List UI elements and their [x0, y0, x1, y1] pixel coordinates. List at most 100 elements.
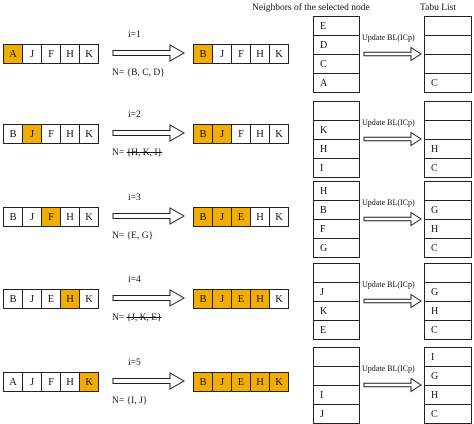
tabu-stack-cell — [425, 17, 471, 36]
sequence-cell: K — [270, 208, 289, 226]
sequence-cell: H — [61, 125, 80, 143]
sequence-cell: A — [4, 373, 23, 391]
sequence-cell: E — [232, 208, 251, 226]
neighbor-stack-cell: E — [314, 17, 359, 36]
neighbor-stack-cell: H — [314, 140, 359, 159]
neighbor-stack-cell: I — [314, 386, 359, 405]
sequence-cell: K — [80, 290, 99, 308]
neighbor-stack-cell: G — [314, 239, 359, 258]
sequence-cell: J — [23, 125, 42, 143]
update-arrow — [363, 293, 422, 309]
neighbor-set-prefix: N= — [112, 396, 127, 406]
sequence-cell: J — [213, 208, 232, 226]
sequence-cell: F — [42, 45, 61, 63]
neighbor-set-values: {I, J} — [126, 396, 148, 406]
sequence-cell: F — [42, 125, 61, 143]
neighbor-stack-cell: E — [314, 321, 359, 340]
update-label: Update BL(ICp) — [362, 280, 415, 289]
sequence-cell: H — [251, 45, 270, 63]
sequence-cell: J — [23, 290, 42, 308]
sequence-cell: H — [61, 208, 80, 226]
neighbor-stack-cell: K — [314, 121, 359, 140]
neighbor-stack-cell: C — [314, 55, 359, 74]
tabu-stack-cell — [425, 55, 471, 74]
sequence-cell: K — [270, 373, 289, 391]
tabu-stack-cell: C — [425, 321, 471, 340]
iteration-label: i=1 — [128, 30, 141, 40]
neighbor-set-values: {H, K, I} — [126, 148, 163, 158]
iteration-label: i=3 — [128, 193, 141, 203]
sequence-cell: J — [213, 45, 232, 63]
neighbor-stack-cell — [314, 264, 359, 283]
tabu-stack-cell — [425, 264, 471, 283]
sequence-cell: J — [23, 373, 42, 391]
sequence-cell: K — [80, 373, 99, 391]
neighbor-stack-cell: K — [314, 302, 359, 321]
update-label: Update BL(ICp) — [362, 198, 415, 207]
sequence-cell: B — [194, 373, 213, 391]
sequence-cell: J — [23, 208, 42, 226]
sequence-cell: A — [4, 45, 23, 63]
neighbor-set-values: {J, K, E} — [126, 313, 162, 323]
neighbor-set-values: {B, C, D} — [126, 68, 165, 78]
sequence-cell: F — [42, 373, 61, 391]
sequence-cell: E — [232, 373, 251, 391]
neighbor-stack-cell: I — [314, 159, 359, 178]
tabu-stack-cell: C — [425, 239, 471, 258]
sequence-cell: J — [213, 373, 232, 391]
tabu-stack-cell: G — [425, 283, 471, 302]
tabu-list-header: Tabu List — [420, 3, 457, 13]
tabu-stack-cell: G — [425, 367, 471, 386]
sequence-cell: F — [232, 45, 251, 63]
sequence-cell: K — [270, 125, 289, 143]
sequence-cell: H — [251, 208, 270, 226]
neighbor-set-prefix: N= — [112, 313, 127, 323]
tabu-stack-cell: I — [425, 348, 471, 367]
neighbor-stack-cell: H — [314, 182, 359, 201]
sequence-cell: H — [251, 290, 270, 308]
sequence-cell: K — [270, 290, 289, 308]
tabu-stack-cell — [425, 182, 471, 201]
update-label: Update BL(ICp) — [362, 118, 415, 127]
sequence-cell: H — [251, 125, 270, 143]
tabu-stack-cell — [425, 121, 471, 140]
tabu-stack-cell: C — [425, 74, 471, 93]
neighbor-set: N= {J, K, E} — [112, 313, 162, 323]
tabu-stack-cell: C — [425, 159, 471, 178]
tabu-stack: C — [424, 16, 472, 93]
neighbor-stack-cell — [314, 367, 359, 386]
sequence-cell: K — [80, 125, 99, 143]
transition-arrow — [112, 207, 186, 225]
sequence-cell: E — [232, 290, 251, 308]
neighbor-set-values: {E, G} — [126, 231, 154, 241]
sequence-cell: H — [61, 373, 80, 391]
iteration-label: i=5 — [128, 358, 141, 368]
sequence-cell: K — [80, 208, 99, 226]
sequence-cell: B — [194, 125, 213, 143]
neighbor-stack-cell: J — [314, 283, 359, 302]
tabu-stack-cell: H — [425, 386, 471, 405]
sequence-cell: H — [61, 290, 80, 308]
neighbor-set: N= {I, J} — [112, 396, 147, 406]
sequence-cell: H — [251, 373, 270, 391]
update-arrow — [363, 46, 422, 62]
sequence-cell: J — [213, 290, 232, 308]
sequence-cell: F — [42, 208, 61, 226]
transition-arrow — [112, 372, 186, 390]
sequence-cell: B — [194, 45, 213, 63]
neighbors-header: Neighbors of the selected node — [252, 3, 370, 13]
sequence-cell: B — [4, 125, 23, 143]
sequence-cell: E — [42, 290, 61, 308]
